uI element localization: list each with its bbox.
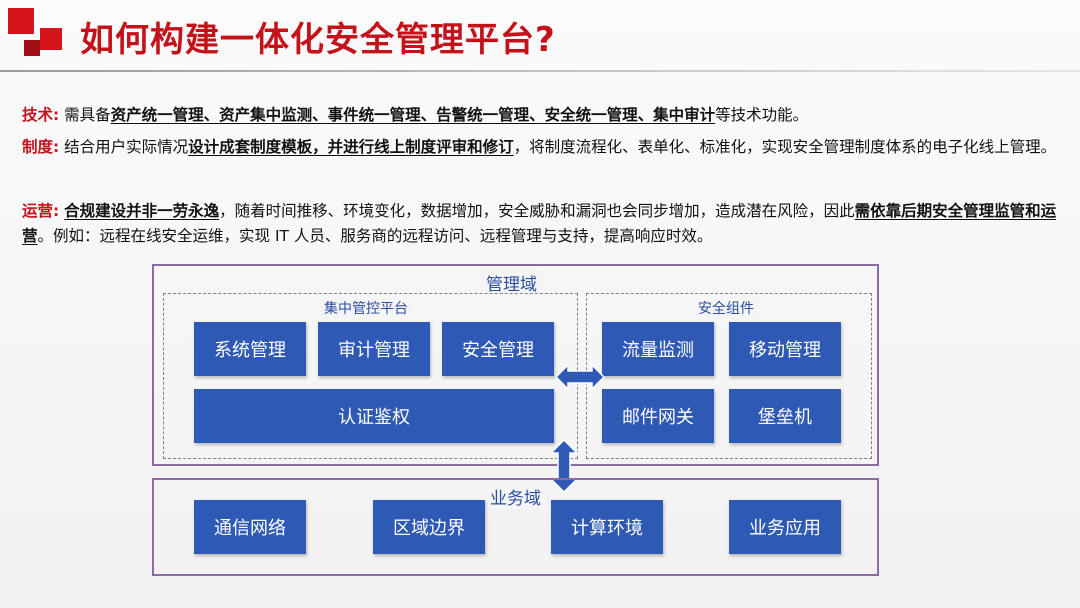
horizontal-double-arrow-icon — [556, 363, 604, 391]
tech-text-2: 等技术功能。 — [715, 106, 809, 124]
ops-label: 运营: — [22, 202, 60, 220]
policy-label: 制度: — [22, 138, 60, 156]
policy-text-2: ，将制度流程化、表单化、标准化，实现安全管理制度体系的电子化线上管理。 — [513, 138, 1057, 156]
traffic-monitoring-block: 流量监测 — [602, 322, 714, 376]
ops-text-2: 。例如：远程在线安全运维，实现 IT 人员、服务商的远程访问、远程管理与支持，提… — [37, 227, 713, 245]
central-platform-label: 集中管控平台 — [320, 298, 412, 318]
tech-paragraph: 技术: 需具备资产统一管理、资产集中监测、事件统一管理、告警统一管理、安全统一管… — [22, 103, 1062, 128]
authentication-block: 认证鉴权 — [194, 389, 554, 443]
ops-emphasis-1: 合规建设并非一劳永逸 — [64, 202, 220, 220]
communication-network-block: 通信网络 — [194, 500, 306, 554]
business-domain-label: 业务域 — [484, 484, 547, 509]
management-domain-box — [152, 264, 879, 466]
ops-text-1: ，随着时间推移、环境变化，数据增加，安全威胁和漏洞也会同步增加，造成潜在风险，因… — [219, 202, 855, 220]
tech-label: 技术: — [22, 106, 60, 124]
ops-emphasis-2: 需依靠后期安全管理监管和运营 — [22, 202, 1057, 245]
title-divider — [0, 70, 1080, 72]
management-domain-label: 管理域 — [480, 270, 543, 295]
policy-text-1: 结合用户实际情况 — [64, 138, 189, 156]
mail-gateway-block: 邮件网关 — [602, 389, 714, 443]
business-application-block: 业务应用 — [729, 500, 841, 554]
logo-square-medium — [40, 28, 62, 50]
tech-text-1: 需具备 — [64, 106, 111, 124]
logo-square-large — [8, 8, 34, 34]
policy-paragraph: 制度: 结合用户实际情况设计成套制度模板，并进行线上制度评审和修订，将制度流程化… — [22, 135, 1062, 160]
computing-environment-block: 计算环境 — [551, 500, 663, 554]
security-components-label: 安全组件 — [694, 298, 758, 318]
mobile-management-block: 移动管理 — [729, 322, 841, 376]
business-domain-box — [152, 478, 879, 576]
logo-square-small — [24, 40, 40, 56]
audit-management-block: 审计管理 — [318, 322, 430, 376]
security-management-block: 安全管理 — [442, 322, 554, 376]
ops-paragraph: 运营: 合规建设并非一劳永逸，随着时间推移、环境变化，数据增加，安全威胁和漏洞也… — [22, 199, 1062, 249]
slide-title: 如何构建一体化安全管理平台? — [80, 20, 556, 60]
tech-emphasis: 资产统一管理、资产集中监测、事件统一管理、告警统一管理、安全统一管理、集中审计 — [110, 106, 716, 124]
system-management-block: 系统管理 — [194, 322, 306, 376]
area-boundary-block: 区域边界 — [373, 500, 485, 554]
policy-emphasis: 设计成套制度模板，并进行线上制度评审和修订 — [188, 138, 514, 156]
bastion-host-block: 堡垒机 — [729, 389, 841, 443]
